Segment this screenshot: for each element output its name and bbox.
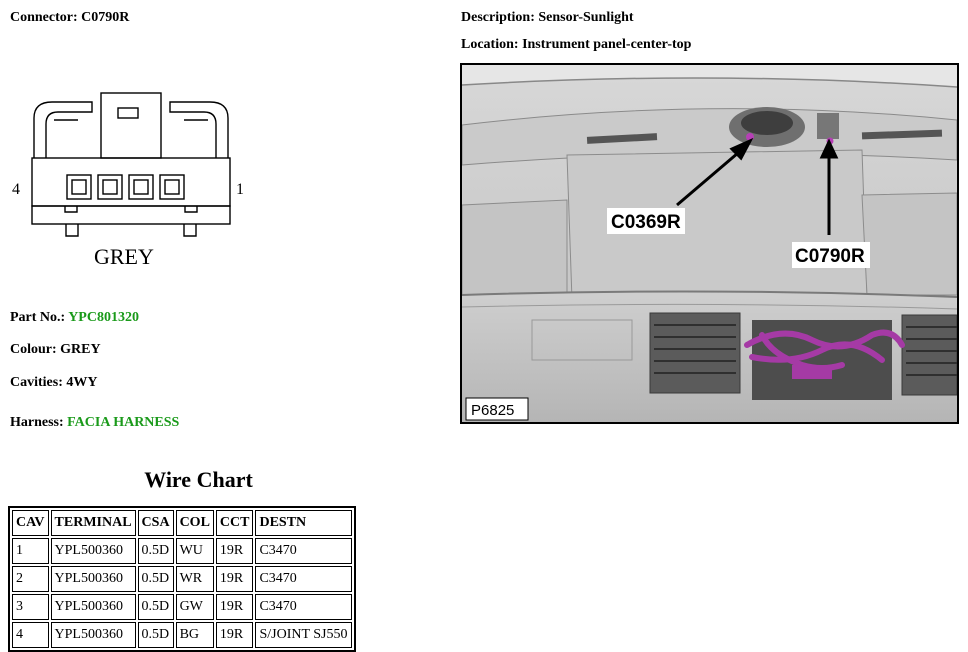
cell-cct: 19R (215, 566, 254, 592)
harness-field: Harness: FACIA HARNESS (10, 415, 179, 431)
callout-c0369r: C0369R (611, 212, 681, 233)
header-csa: CSA (137, 510, 174, 536)
table-row: 1 YPL500360 0.5D WU 19R C3470 (12, 538, 352, 564)
cell-csa: 0.5D (137, 594, 174, 620)
header-cct: CCT (215, 510, 254, 536)
cell-cav: 1 (12, 538, 49, 564)
colour-label: Colour: (10, 342, 57, 357)
description-field: Description: Sensor-Sunlight (461, 10, 634, 26)
connector-colour-text: GREY (94, 244, 154, 269)
figure-id-box (465, 397, 529, 421)
cell-destn: C3470 (255, 538, 352, 564)
connector-value: C0790R (81, 10, 130, 25)
wire-chart-title: Wire Chart (144, 467, 253, 492)
cell-col: GW (175, 594, 214, 620)
cell-destn: C3470 (255, 594, 352, 620)
connector-cavities (66, 174, 185, 200)
cell-csa: 0.5D (137, 566, 174, 592)
harness-label: Harness: (10, 415, 64, 430)
cell-cct: 19R (215, 622, 254, 648)
dashboard-illustration: C0369R C0790R P6825 (462, 65, 957, 422)
cell-col: WR (175, 566, 214, 592)
cell-csa: 0.5D (137, 622, 174, 648)
harness-link[interactable]: FACIA HARNESS (67, 415, 180, 430)
table-row: 4 YPL500360 0.5D BG 19R S/JOINT SJ550 (12, 622, 352, 648)
pin-number-right: 1 (236, 181, 244, 198)
cell-cav: 2 (12, 566, 49, 592)
callout-box-c0790r (792, 242, 870, 268)
cell-cct: 19R (215, 538, 254, 564)
part-number-field: Part No.: YPC801320 (10, 310, 139, 326)
wire-chart-table: CAV TERMINAL CSA COL CCT DESTN 1 YPL5003… (8, 506, 356, 652)
callout-c0790r: C0790R (795, 246, 865, 267)
header-destn: DESTN (255, 510, 352, 536)
part-number-label: Part No.: (10, 310, 66, 325)
cell-col: BG (175, 622, 214, 648)
colour-value: GREY (60, 342, 101, 357)
header-cav: CAV (12, 510, 49, 536)
cell-terminal: YPL500360 (50, 594, 136, 620)
callout-box-c0369r (607, 208, 685, 234)
cell-cav: 3 (12, 594, 49, 620)
location-label: Location: (461, 37, 519, 52)
cell-terminal: YPL500360 (50, 538, 136, 564)
header-terminal: TERMINAL (50, 510, 136, 536)
connector-label: Connector: (10, 10, 78, 25)
cell-csa: 0.5D (137, 538, 174, 564)
cavities-value: 4WY (66, 375, 98, 390)
pin-number-left: 4 (12, 181, 20, 198)
table-row: 3 YPL500360 0.5D GW 19R C3470 (12, 594, 352, 620)
cavities-label: Cavities: (10, 375, 63, 390)
cell-terminal: YPL500360 (50, 622, 136, 648)
cell-destn: S/JOINT SJ550 (255, 622, 352, 648)
part-number-link[interactable]: YPC801320 (68, 310, 139, 325)
table-row: 2 YPL500360 0.5D WR 19R C3470 (12, 566, 352, 592)
cell-destn: C3470 (255, 566, 352, 592)
cell-cav: 4 (12, 622, 49, 648)
cell-cct: 19R (215, 594, 254, 620)
location-value: Instrument panel-center-top (522, 37, 692, 52)
connector-field: Connector: C0790R (10, 10, 129, 26)
location-photo: C0369R C0790R P6825 (460, 63, 959, 424)
connector-face-diagram: 4 1 GREY (12, 92, 244, 269)
cell-col: WU (175, 538, 214, 564)
connector-latch (100, 92, 162, 159)
header-col: COL (175, 510, 214, 536)
colour-field: Colour: GREY (10, 342, 101, 358)
wire-chart-header-row: CAV TERMINAL CSA COL CCT DESTN (12, 510, 352, 536)
figure-id: P6825 (471, 402, 514, 419)
location-field: Location: Instrument panel-center-top (461, 37, 691, 53)
cell-terminal: YPL500360 (50, 566, 136, 592)
description-value: Sensor-Sunlight (538, 10, 634, 25)
description-label: Description: (461, 10, 535, 25)
cavities-field: Cavities: 4WY (10, 375, 98, 391)
